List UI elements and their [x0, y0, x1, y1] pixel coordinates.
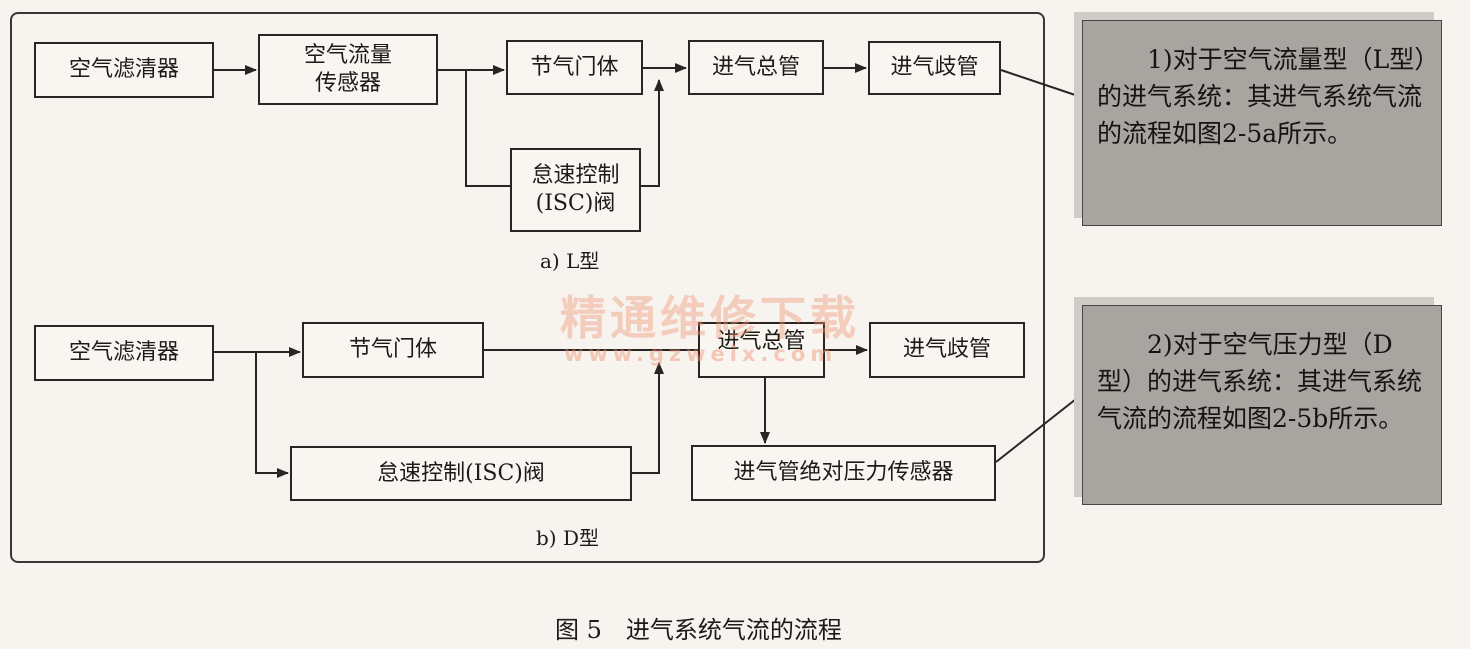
- node-b-throttle-body: 节气门体: [302, 322, 484, 378]
- line-a-bypass-down: [465, 70, 510, 187]
- node-b-intake-plenum: 进气总管: [698, 322, 825, 378]
- arrow-b-bypass-down: [255, 352, 289, 478]
- watermark-url: www.gzweix.com: [564, 342, 838, 366]
- node-a-airflow-sensor: 空气流量 传感器: [258, 34, 438, 105]
- figure-caption: 图 5 进气系统气流的流程: [555, 616, 842, 644]
- node-a-throttle-body: 节气门体: [506, 40, 643, 95]
- arrow-a-isc-up: [641, 79, 664, 187]
- caption-a: a) L型: [540, 249, 600, 273]
- node-b-isc-valve: 怠速控制(ISC)阀: [290, 446, 632, 501]
- leader-line-l: [1000, 69, 1091, 101]
- diagram-frame: [10, 12, 1045, 563]
- node-b-map-sensor: 进气管绝对压力传感器: [691, 445, 996, 501]
- leader-line-d: [995, 387, 1091, 463]
- node-a-isc-valve: 怠速控制 (ISC)阀: [510, 148, 641, 232]
- node-a-air-filter: 空气滤清器: [34, 42, 214, 98]
- node-a-intake-manifold: 进气歧管: [868, 41, 1001, 95]
- node-b-intake-manifold: 进气歧管: [869, 322, 1025, 378]
- note-l-type: 1)对于空气流量型（L型）的进气系统：其进气系统气流的流程如图2-5a所示。: [1082, 20, 1442, 226]
- node-b-air-filter: 空气滤清器: [34, 325, 214, 381]
- note-d-type: 2)对于空气压力型（D型）的进气系统：其进气系统气流的流程如图2-5b所示。: [1082, 305, 1442, 505]
- node-a-intake-plenum: 进气总管: [688, 40, 824, 95]
- arrow-b-isc-up: [632, 362, 664, 474]
- caption-b: b) D型: [536, 526, 599, 550]
- watermark-text: 精通维修下载: [560, 291, 860, 345]
